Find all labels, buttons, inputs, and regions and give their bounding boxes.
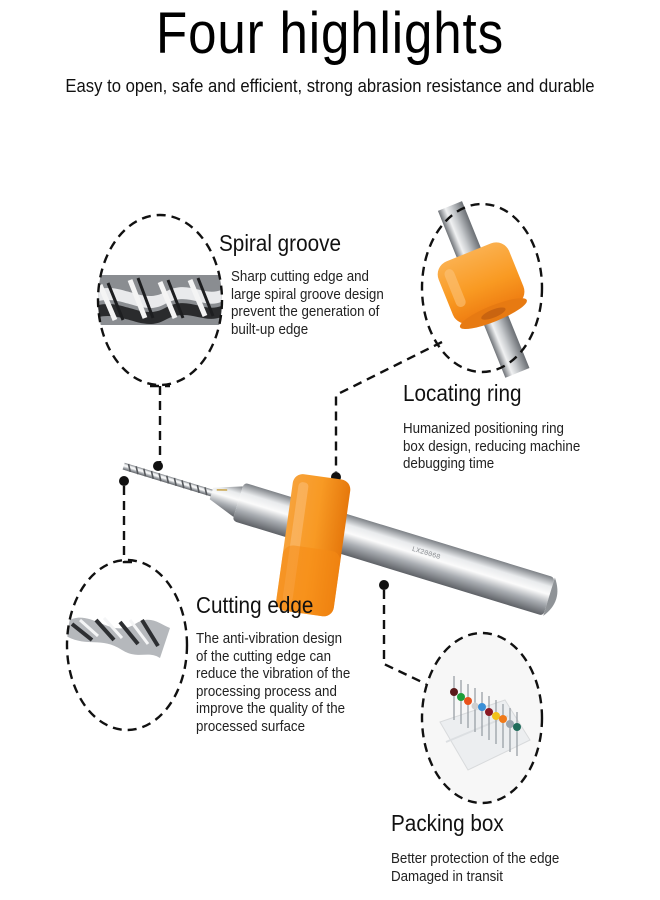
cutting-edge-callout xyxy=(65,476,189,732)
cutting-edge-image xyxy=(67,616,170,658)
spiral-groove-circle xyxy=(96,213,224,387)
packing-box-image xyxy=(422,633,542,803)
page-subtitle: Easy to open, safe and efficient, strong… xyxy=(65,75,595,96)
feature-description: Better protection of the edge Damaged in… xyxy=(391,851,560,885)
spiral-groove-anchor-dot xyxy=(153,461,163,471)
feature-packing-box: Packing box Better protection of the edg… xyxy=(391,809,574,886)
feature-title: Spiral groove xyxy=(219,230,341,256)
feature-title: Packing box xyxy=(391,810,504,836)
packing-box-callout xyxy=(379,580,544,805)
feature-description: Sharp cutting edge and large spiral groo… xyxy=(231,269,384,338)
page-title: Four highlights xyxy=(156,1,504,66)
packing-box-anchor-dot xyxy=(379,580,389,590)
cutting-edge-anchor-dot xyxy=(119,476,129,486)
feature-title: Cutting edge xyxy=(196,592,314,618)
spiral-groove-callout xyxy=(96,213,224,471)
drill-bit-image: LX20068 xyxy=(122,462,558,617)
feature-description: Humanized positioning ring box design, r… xyxy=(403,421,581,472)
feature-title: Locating ring xyxy=(403,380,522,406)
feature-spiral-groove: Spiral groove Sharp cutting edge and lar… xyxy=(219,229,397,339)
locating-ring-callout xyxy=(331,201,544,482)
feature-locating-ring: Locating ring Humanized positioning ring… xyxy=(403,379,596,474)
locating-ring-image xyxy=(437,201,530,378)
locating-ring-circle xyxy=(420,202,544,374)
feature-description: The anti-vibration design of the cutting… xyxy=(196,631,351,735)
packing-box-circle xyxy=(420,631,544,805)
spiral-groove-image xyxy=(98,275,222,325)
cutting-edge-circle xyxy=(65,558,189,732)
feature-cutting-edge: Cutting edge The anti-vibration design o… xyxy=(196,591,364,736)
